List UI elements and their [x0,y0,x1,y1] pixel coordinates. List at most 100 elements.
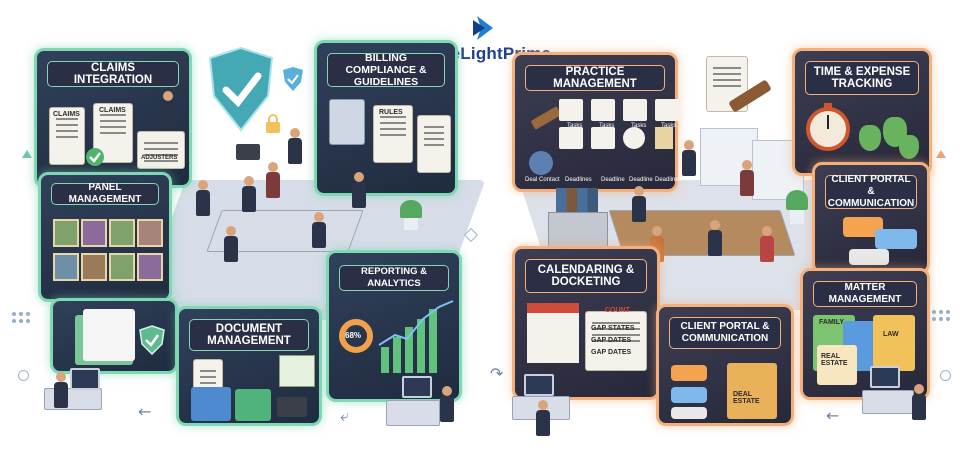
deadline-label: Deadline [601,177,625,183]
docket-count: COUNT [605,307,630,314]
task-card-icon [655,99,679,121]
team-member-icon [266,162,280,198]
far-right-workstation-desk [862,390,914,414]
team-member-icon [196,180,210,216]
gavel-icon [530,106,562,130]
panel-management-panel: Panel Management [38,172,172,302]
small-shield-icon [283,67,303,91]
left-worker-icon [54,372,68,408]
profile-card-icon [137,219,163,247]
client-portal-bottom-title: Client Portal & Communication [669,317,781,349]
left-workstation-desk [44,388,102,410]
deal-contact-label: Deal Contact [525,177,560,183]
chat-bubble-icon [843,217,883,237]
middle-workstation-desk [386,400,440,426]
bar-chart-icon [378,300,454,373]
folder-red-icon [817,345,857,385]
plant-icon [398,200,424,230]
right-team-member-icon [708,220,722,256]
claims-integration-panel: Claims Integration Claims Claims Adjuste… [34,48,192,188]
task-label: Tasks [661,123,677,129]
client-portal-bottom-panel: Client Portal & Communication Deal Estat… [656,304,794,426]
law-label: Law [883,331,899,338]
right-team-member-icon [682,140,696,176]
arrow-icon: ← [138,402,152,421]
matter-management-title: Matter Management [813,281,917,307]
team-member-icon [352,172,366,208]
donut-pct: 68% [345,331,362,340]
middle-worker-icon [440,386,454,422]
reporting-analytics-panel: Reporting & Analytics 68% [326,250,462,402]
chat-bubble-icon [849,249,889,265]
right-team-member-icon [760,226,774,262]
client-portal-top-panel: Client Portal & Communication [812,162,930,274]
clock-icon [623,127,645,149]
left-workstation-monitor [70,368,100,390]
arrow-icon: ← [826,406,840,425]
hourglass-icon [655,127,673,149]
real-estate-label: Real Estate [821,353,848,367]
deal-estate-folder-icon [727,363,777,419]
task-card-icon [623,99,647,121]
practice-management-panel: Practice Management Tasks Tasks Tasks Ta… [512,52,682,192]
rules-label: Rules [379,109,403,116]
docket-line: GAP DATES [591,349,632,356]
panel-management-title: Panel Management [51,182,159,205]
legal-doc-icon [706,56,748,112]
circle-outline-icon [940,370,951,381]
deadline-label: Deadlines [565,177,592,183]
calculator-icon [329,99,365,145]
document-management-panel: Document Management [176,306,322,426]
profile-card-icon [81,253,107,281]
middle-workstation-monitor [402,376,432,398]
dot-grid-icon [12,312,30,323]
claims-doc-b-label: Claims [99,107,126,114]
profile-card-icon [137,253,163,281]
billing-compliance-panel: Billing Compliance & Guidelines Rules [314,40,458,196]
deadline-label: Deadlines [655,177,682,183]
family-label: Family [819,319,845,326]
client-portal-top-title: Client Portal & Communication [825,174,917,209]
time-expense-title: Time & Expense Tracking [805,61,919,95]
task-card-icon [559,127,583,149]
briefcase-icon [236,144,260,160]
billing-compliance-title: Billing Compliance & Guidelines [327,52,445,88]
security-shield-icon [208,46,274,132]
calendar-icon [527,303,579,363]
right-workstation-monitor [524,374,554,396]
chat-bubble-icon [875,229,917,249]
deadline-label: Deadline [629,177,653,183]
document-management-title: Document Management [189,319,309,351]
time-expense-panel: Time & Expense Tracking [792,48,932,176]
task-label: Tasks [631,123,647,129]
task-label: Tasks [599,123,615,129]
task-card-icon [591,127,615,149]
checklist-doc [417,115,451,173]
right-team-member-icon [740,160,754,196]
file-storage-panel [50,298,178,374]
far-right-workstation-monitor [870,366,900,388]
folder-green-icon [235,389,271,421]
team-member-icon [224,226,238,262]
team-member-icon [312,212,326,248]
profile-card-icon [109,253,135,281]
stopwatch-icon [806,103,850,151]
donut-chart-icon [339,319,373,353]
matter-management-panel: Matter Management Family Law Real Estate [800,268,930,400]
binders-icon [556,188,598,212]
right-worker-icon [536,400,550,436]
team-member-icon [242,176,256,212]
triangle-icon [936,150,946,158]
plant-icon [784,190,810,224]
adjusters-doc [137,131,185,169]
practice-management-title: Practice Management [525,65,665,91]
spreadsheet-icon [279,355,315,387]
check-icon [86,148,104,166]
money-bag-icon [859,125,881,151]
arrow-icon: ↷ [490,364,504,383]
rules-doc [373,105,413,163]
chat-bubble-icon [671,387,707,403]
right-team-member-icon [632,186,646,222]
task-card-icon [559,99,583,121]
